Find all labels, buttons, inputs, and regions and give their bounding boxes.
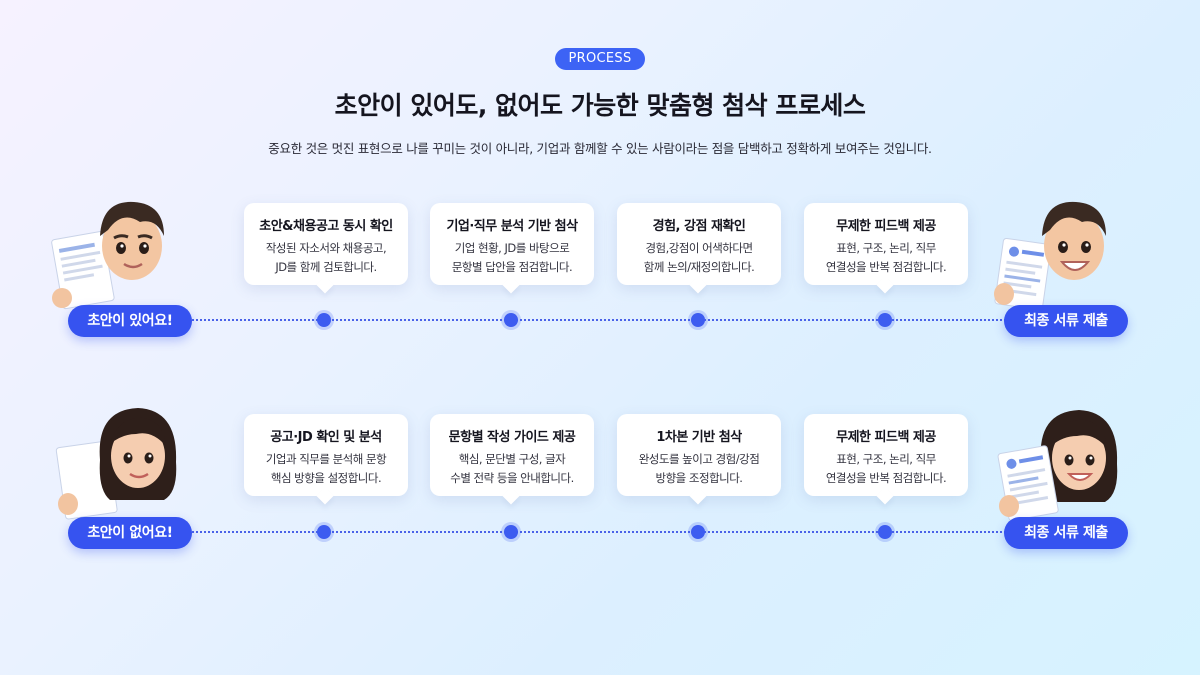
step-title: 무제한 피드백 제공 [836,430,936,445]
timeline-dot [504,313,518,327]
step-desc: 작성된 자소서와 채용공고,JD를 함께 검토합니다. [265,241,387,274]
timeline-dot [504,525,518,539]
woman-avatar-icon [55,408,177,520]
step-title: 공고·JD 확인 및 분석 [270,430,382,445]
process-badge: PROCESS [555,48,645,70]
start-label-no-draft: 초안이 없어요! [68,517,192,549]
man-avatar-resume-icon [994,201,1106,311]
timeline-dot [878,313,892,327]
timeline-dot [878,525,892,539]
timeline-dot [691,525,705,539]
start-label-draft: 초안이 있어요! [68,305,192,337]
page-subtitle: 중요한 것은 멋진 표현으로 나를 꾸미는 것이 아니라, 기업과 함께할 수 … [268,141,932,156]
page-title: 초안이 있어도, 없어도 가능한 맞춤형 첨삭 프로세스 [334,91,866,120]
man-avatar-icon [51,201,164,310]
step-title: 경험, 강점 재확인 [652,219,746,234]
timeline-dot [691,313,705,327]
end-label-draft: 최종 서류 제출 [1004,305,1128,337]
step-title: 문항별 작성 가이드 제공 [448,430,576,445]
step-card: 초안&채용공고 동시 확인 작성된 자소서와 채용공고,JD를 함께 검토합니다… [244,203,408,285]
woman-avatar-resume-icon [997,410,1118,522]
step-title: 1차본 기반 첨삭 [656,430,742,445]
timeline-dot [317,525,331,539]
step-title: 기업·직무 분석 기반 첨삭 [446,219,578,234]
step-title: 초안&채용공고 동시 확인 [259,219,393,234]
timeline-dot [317,313,331,327]
end-label-no-draft: 최종 서류 제출 [1004,517,1128,549]
step-title: 무제한 피드백 제공 [836,219,936,234]
timeline-line [192,319,1006,321]
timeline-line [192,531,1006,533]
